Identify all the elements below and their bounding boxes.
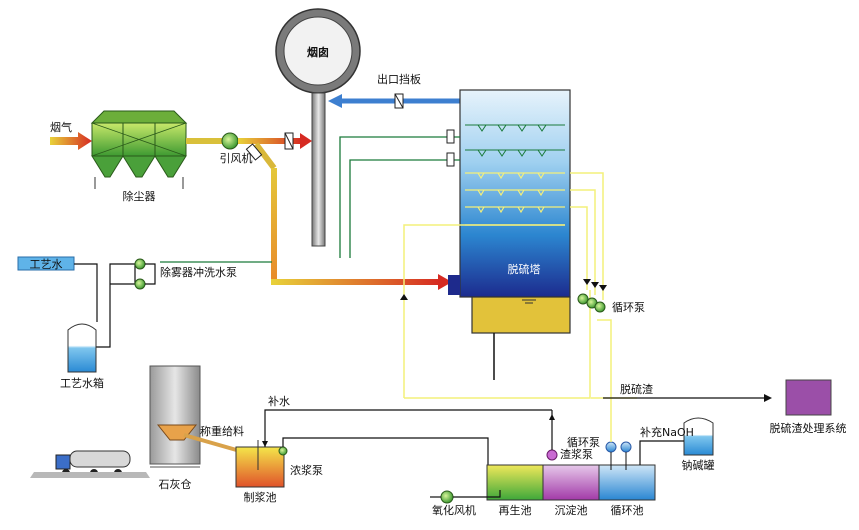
oxidation-fan: 氧化风机 <box>430 490 501 517</box>
circulation-pool: 循环池 <box>598 464 656 517</box>
dust-collector-label: 除尘器 <box>123 189 156 203</box>
naoh-makeup-label: 补充NaOH <box>640 425 694 439</box>
arrow-down-3 <box>583 279 591 285</box>
tower-spray-levels <box>465 124 565 157</box>
process-water-tank: 工艺水箱 <box>60 323 104 390</box>
circulation-pump-main-label: 循环泵 <box>612 301 645 314</box>
slag-system-label: 脱硫渣处理系统 <box>770 421 847 435</box>
demister-wash-pump-label: 除雾器冲洗水泵 <box>160 265 237 279</box>
lime-truck <box>30 450 150 478</box>
sedimentation-pool-label: 沉淀池 <box>555 503 588 517</box>
desulfurization-tower: 脱硫塔 <box>448 89 571 334</box>
caustic-tank-label: 钠碱罐 <box>682 458 715 472</box>
lime-silo-label: 石灰仓 <box>159 477 192 491</box>
chimney: 烟囱 <box>275 8 361 247</box>
regeneration-pool-label: 再生池 <box>499 503 532 517</box>
weighing-feeder: 称重给料 <box>156 424 244 453</box>
arrow-down-1 <box>599 285 607 291</box>
slurry-pump-label: 浓浆泵 <box>290 463 323 477</box>
arrow-down-2 <box>591 282 599 288</box>
regeneration-pool: 再生池 <box>486 464 544 517</box>
slag-out-line: 脱硫渣 <box>603 382 772 402</box>
arrow-up-1 <box>400 294 408 300</box>
dust-collector: 除尘器 <box>90 110 188 203</box>
oxidation-fan-label: 氧化风机 <box>432 503 476 517</box>
slag-pump-label: 渣浆泵 <box>560 447 593 461</box>
induced-fan: 引风机 <box>220 132 253 165</box>
weighing-feeder-label: 称重给料 <box>200 424 244 438</box>
makeup-water-line: 补水 <box>262 395 552 447</box>
slurry-pump: 浓浆泵 <box>278 437 489 477</box>
induced-fan-label: 引风机 <box>220 151 253 165</box>
demister-valves <box>446 129 455 167</box>
pool-circulation-pumps: 循环泵 <box>567 398 632 470</box>
slurry-tank: 制浆池 <box>235 440 285 504</box>
circulation-pool-label: 循环池 <box>611 504 644 517</box>
makeup-water-label: 补水 <box>268 395 290 408</box>
process-water-tank-label: 工艺水箱 <box>60 376 104 390</box>
circulation-pump-pool-label: 循环泵 <box>567 436 600 449</box>
caustic-tank: 补充NaOH 钠碱罐 <box>639 417 715 472</box>
process-water-source: 工艺水 <box>17 256 98 322</box>
circulation-lines <box>403 172 637 399</box>
gas-duct-1 <box>186 138 224 144</box>
process-water-label: 工艺水 <box>30 258 63 271</box>
flue-gas-inlet: 烟气 <box>50 120 92 150</box>
chimney-label: 烟囱 <box>307 45 329 59</box>
slag-pump: 渣浆泵 <box>546 410 593 461</box>
demister-wash-lines <box>160 136 460 263</box>
sedimentation-pool: 沉淀池 <box>542 464 600 517</box>
desulfurization-slag-label: 脱硫渣 <box>620 382 653 396</box>
gas-bypass-duct <box>245 142 452 290</box>
tower-circulation-pumps: 循环泵 <box>577 293 645 314</box>
slag-system: 脱硫渣处理系统 <box>770 379 847 435</box>
flue-gas-label: 烟气 <box>50 120 72 134</box>
tower-label: 脱硫塔 <box>508 262 541 276</box>
slurry-tank-label: 制浆池 <box>244 490 277 504</box>
outlet-damper-label: 出口挡板 <box>377 72 421 86</box>
lime-silo: 石灰仓 <box>149 365 201 491</box>
gas-to-chimney <box>238 132 312 150</box>
outlet-flue: 出口挡板 <box>328 72 460 109</box>
demister-wash-pumps: 除雾器冲洗水泵 <box>90 258 237 348</box>
